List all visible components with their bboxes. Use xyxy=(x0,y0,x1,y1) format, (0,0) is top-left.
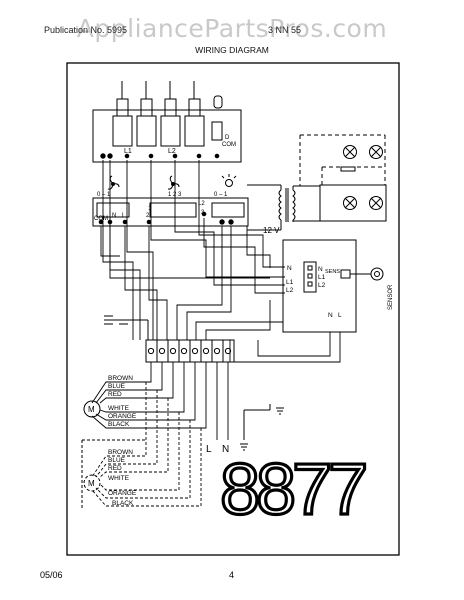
fan-speed-icon xyxy=(167,175,180,190)
wire-label-blue: BLUE xyxy=(108,383,126,390)
sensor-label-l1-inner: L1 xyxy=(318,274,326,281)
fan-icon xyxy=(107,175,120,190)
wire-label-blue-2: BLUE xyxy=(108,457,126,464)
control-label-l2: L2 xyxy=(198,201,205,207)
light-bulb-icon xyxy=(221,174,237,187)
wire-label-brown-2: BROWN xyxy=(108,449,133,456)
lamp-1 xyxy=(343,196,357,210)
motor-1-symbol: M xyxy=(88,405,95,414)
mains-label-n: N xyxy=(222,444,229,455)
motor-2-wires xyxy=(91,381,206,507)
light-switch-slot xyxy=(211,202,245,218)
part-number: 8877 xyxy=(220,450,365,530)
sensor-label-l2-inner: L2 xyxy=(318,282,326,289)
mains-label-l: L xyxy=(206,444,212,455)
wire-label-black: BLACK xyxy=(108,421,130,428)
sensor-side-label: SENSOR xyxy=(388,284,394,310)
fan-switch-slot xyxy=(96,202,130,218)
lamp-circuit-box xyxy=(319,184,387,222)
sensor-label-n: N xyxy=(287,265,292,272)
transformer xyxy=(247,184,320,231)
led-housing xyxy=(211,121,223,141)
led-indicator xyxy=(213,95,223,109)
sensor-label-n2: N xyxy=(328,312,333,319)
lamp-2 xyxy=(369,196,383,210)
control-board xyxy=(92,197,249,227)
wire-label-orange-2: ORANGE xyxy=(108,490,137,497)
wire-label-black-2: BLACK xyxy=(112,500,134,507)
motor-1 xyxy=(83,400,101,418)
wire-label-red-2: RED xyxy=(108,465,122,472)
control-range-light: 0 – 1 xyxy=(214,192,228,198)
sensor-label-l2: L2 xyxy=(286,287,294,294)
wire-label-orange: ORANGE xyxy=(108,413,137,420)
page-title: WIRING DIAGRAM xyxy=(195,45,269,55)
optional-lamp-1 xyxy=(343,145,357,159)
sensor-label-sens: SENS xyxy=(325,269,340,275)
terminal-block xyxy=(145,339,235,363)
sensor-module-box xyxy=(282,239,357,333)
switch-label-com: COM xyxy=(222,142,236,148)
control-label-1: 1 xyxy=(148,206,152,212)
wire-label-brown: BROWN xyxy=(108,375,133,382)
transformer-voltage-label: 12 V xyxy=(263,226,280,235)
sensor-module xyxy=(282,239,384,333)
sensor-label-l: L xyxy=(338,312,342,319)
footer-date: 05/06 xyxy=(40,570,63,580)
lamp-circuit xyxy=(293,166,387,222)
control-label-n: N xyxy=(112,213,116,219)
sensor-label-l1: L1 xyxy=(286,279,294,286)
wire-label-white-2: WHITE xyxy=(108,475,130,482)
control-label-2: 2 xyxy=(146,213,150,219)
sensor-terminal-block xyxy=(303,261,317,293)
footer-page-number: 4 xyxy=(229,570,235,580)
fuse xyxy=(340,166,356,172)
wiring-harness xyxy=(100,160,341,363)
switch-label-l2: L2 xyxy=(168,148,176,155)
control-label-l: L xyxy=(122,213,126,219)
watermark: AppliancePartsPros.com xyxy=(76,14,388,43)
wire-label-white: WHITE xyxy=(108,405,130,412)
header-model: 3 NN 55 xyxy=(268,25,302,35)
control-label-3: 3 xyxy=(201,210,205,216)
motor-2-symbol: M xyxy=(88,479,95,488)
control-range-fan: 0 – 1 xyxy=(97,192,111,198)
switch-label-d: D xyxy=(225,135,230,141)
speed-switch-slot xyxy=(149,202,197,218)
diagram-frame xyxy=(66,62,400,556)
sensor-label-n-inner: N xyxy=(318,266,323,273)
optional-lamp-2 xyxy=(369,145,383,159)
wire-label-red: RED xyxy=(108,391,122,398)
ground-symbol xyxy=(240,404,284,451)
motor-2 xyxy=(81,439,145,510)
capacitor-pair xyxy=(104,315,149,340)
control-board-housing xyxy=(92,197,249,227)
switch-label-l1: L1 xyxy=(124,148,132,155)
motor-1-wires xyxy=(91,362,229,440)
header-publication: Publication No. 5995 xyxy=(44,25,128,35)
switch-block-housing xyxy=(92,109,242,163)
optional-lamp-circuit xyxy=(299,134,386,186)
control-label-com: COM xyxy=(94,216,108,222)
switch-block xyxy=(92,81,242,163)
